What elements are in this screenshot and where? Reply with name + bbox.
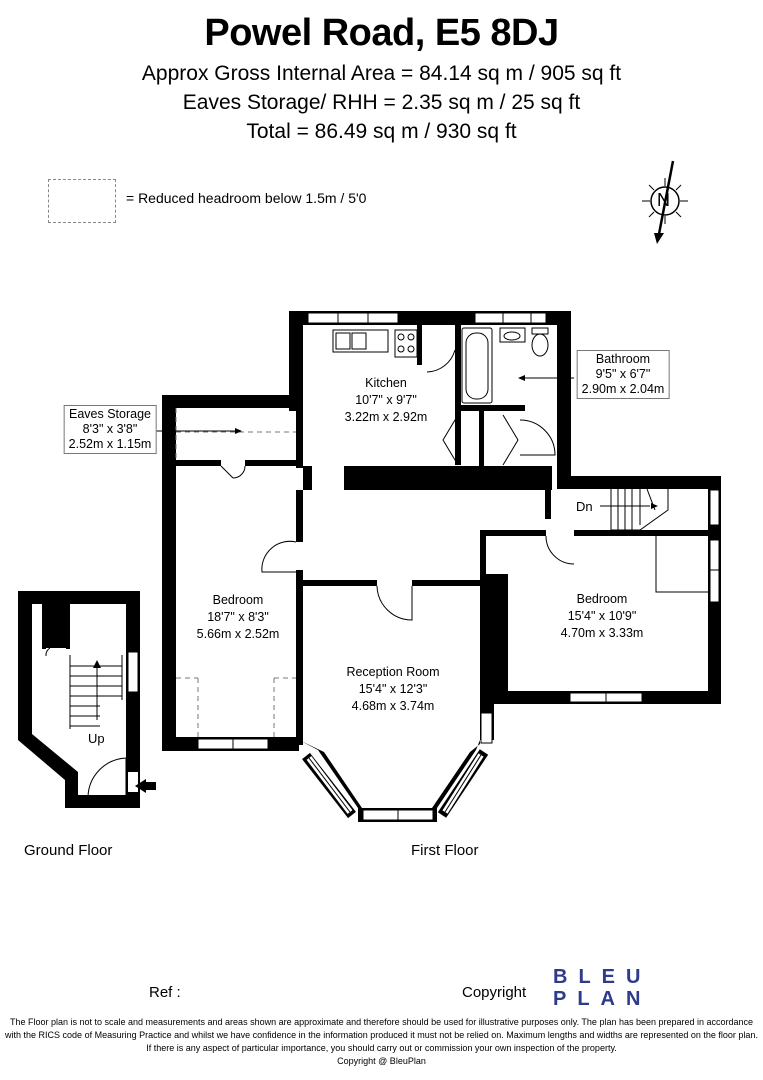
eaves-storage-label: Eaves Storage 8'3" x 3'8" 2.52m x 1.15m (63, 405, 157, 454)
stairs-down-label: Dn (576, 499, 593, 514)
stairs-up-label: Up (88, 731, 105, 746)
bedroom-left-label: Bedroom 18'7" x 8'3" 5.66m x 2.52m (196, 593, 280, 641)
bay-angled-windows (302, 749, 489, 819)
landing-staircase (600, 488, 669, 531)
entrance-arrow-icon (135, 779, 156, 793)
compass-north-letter: N (657, 190, 670, 210)
leader-arrows (155, 377, 574, 432)
compass-icon (642, 160, 688, 244)
disclaimer-text: The Floor plan is not to scale and measu… (5, 1017, 758, 1066)
bedroom-right-label: Bedroom 15'4" x 10'9" 4.70m x 3.33m (560, 592, 644, 640)
total-area-text: Total = 86.49 sq m / 930 sq ft (246, 120, 517, 143)
ground-floor-label: Ground Floor (24, 842, 113, 859)
bathroom-label: Bathroom 9'5" x 6'7" 2.90m x 2.04m (576, 350, 670, 399)
door-swings (220, 349, 575, 621)
reduced-headroom-legend-text: = Reduced headroom below 1.5m / 5'0 (126, 190, 367, 206)
first-floor-label: First Floor (411, 842, 479, 859)
eaves-area-text: Eaves Storage/ RHH = 2.35 sq m / 25 sq f… (182, 91, 581, 114)
first-floor-windows (197, 312, 720, 821)
reduced-headroom-legend-swatch (48, 179, 116, 223)
address-title: Powel Road, E5 8DJ (204, 12, 559, 54)
kitchen-fixtures (332, 329, 418, 358)
reduced-headroom-lines (175, 408, 296, 737)
reception-room-label: Reception Room 15'4" x 12'3" 4.68m x 3.7… (346, 665, 440, 713)
copyright-label: Copyright (462, 984, 527, 1001)
gross-area-text: Approx Gross Internal Area = 84.14 sq m … (141, 62, 622, 85)
reference-label: Ref : (149, 984, 181, 1001)
kitchen-label: Kitchen 10'7" x 9'7" 3.22m x 2.92m (344, 376, 428, 424)
bathroom-fixtures (461, 327, 549, 404)
reception-bay-window (299, 704, 494, 822)
bleuplan-logo: BLEU PLAN (553, 966, 652, 1010)
